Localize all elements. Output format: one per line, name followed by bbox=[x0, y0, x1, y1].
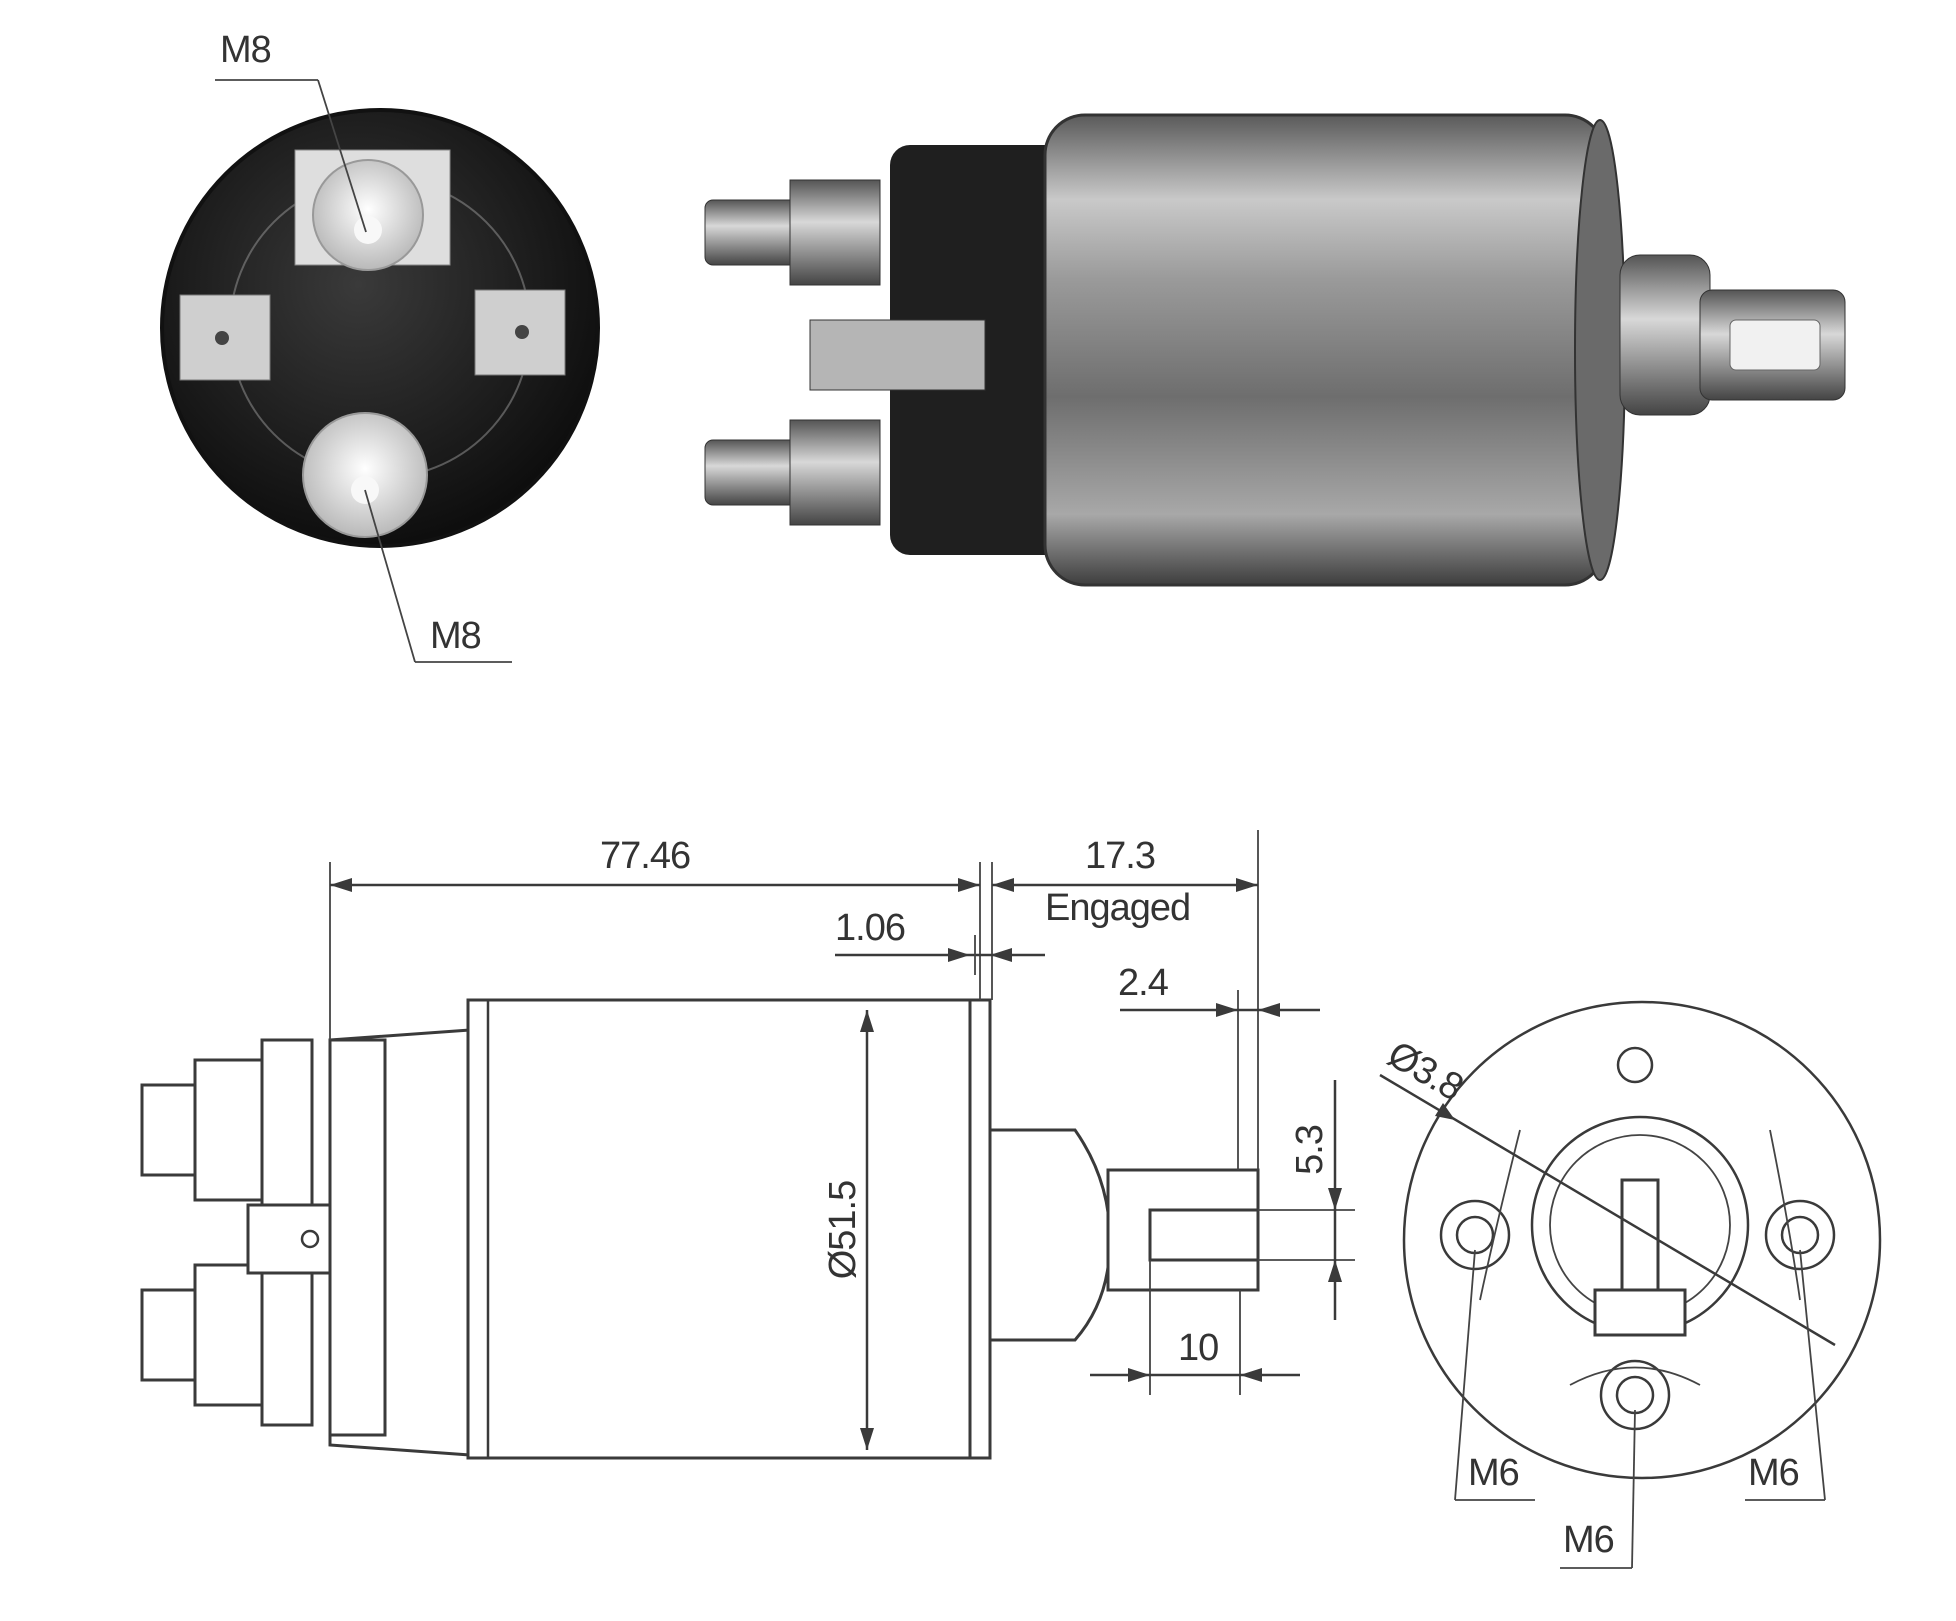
right-stud-label: M6 bbox=[1748, 1452, 1799, 1494]
dim-slot-width: 5.3 bbox=[1258, 1080, 1355, 1320]
hole-diameter-value: Ø3.8 bbox=[1381, 1033, 1470, 1109]
plunger-travel-value: 17.3 bbox=[1085, 835, 1155, 877]
body-diameter-value: Ø51.5 bbox=[822, 1181, 864, 1280]
bottom-terminal-callout: M8 bbox=[364, 489, 512, 663]
side-view-photo bbox=[704, 113, 1846, 587]
side-view-drawing bbox=[140, 998, 1260, 1460]
bottom-terminal-label: M8 bbox=[430, 615, 481, 657]
end-view-stud-callouts: M6 M6 M6 bbox=[1454, 1249, 1826, 1569]
end-cap-photo bbox=[160, 108, 600, 548]
dim-plunger-travel: 17.3 Engaged bbox=[991, 830, 1259, 1170]
slot-depth-value: 10 bbox=[1178, 1327, 1218, 1369]
overall-length-value: 77.46 bbox=[600, 835, 690, 877]
slot-width-value: 5.3 bbox=[1289, 1125, 1331, 1175]
plunger-end-offset-value: 2.4 bbox=[1118, 962, 1169, 1004]
dim-flange-thickness: 1.06 bbox=[835, 907, 1045, 975]
dim-body-diameter: Ø51.5 bbox=[822, 1010, 874, 1450]
flange-thickness-value: 1.06 bbox=[835, 907, 905, 949]
dim-plunger-end-offset: 2.4 bbox=[1118, 962, 1320, 1170]
top-terminal-label: M8 bbox=[220, 29, 271, 71]
left-stud-label: M6 bbox=[1468, 1452, 1519, 1494]
top-terminal-callout: M8 bbox=[215, 29, 367, 233]
bottom-stud-label: M6 bbox=[1563, 1519, 1614, 1561]
dim-slot-depth: 10 bbox=[1090, 1260, 1300, 1395]
end-view-drawing bbox=[1402, 1000, 1882, 1480]
plunger-state-label: Engaged bbox=[1045, 887, 1190, 929]
dim-overall-length: 77.46 bbox=[329, 835, 981, 1040]
